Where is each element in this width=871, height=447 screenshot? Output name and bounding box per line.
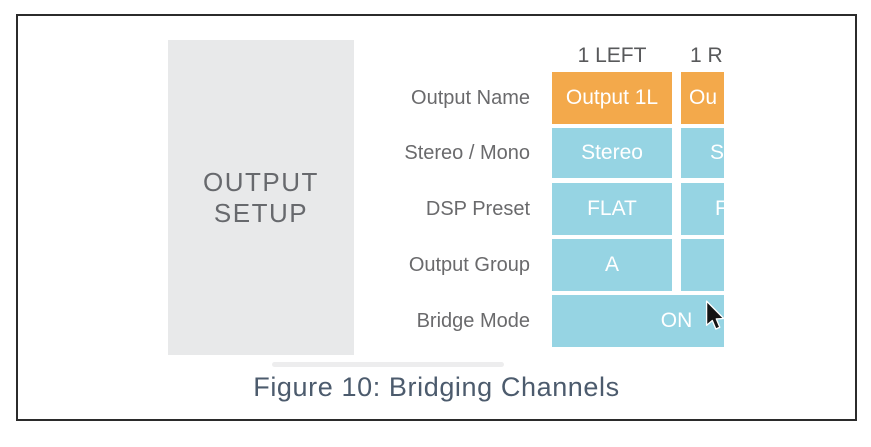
- figure-caption: Figure 10: Bridging Channels: [253, 372, 620, 402]
- row-label-dsp-preset: DSP Preset: [425, 197, 530, 220]
- row-label-stereo-mono: Stereo / Mono: [404, 141, 530, 164]
- output-group-ch1-field[interactable]: A: [552, 239, 672, 291]
- output-name-ch1-field[interactable]: Output 1L: [552, 72, 672, 124]
- output-setup-tab[interactable]: OUTPUT SETUP: [168, 40, 354, 355]
- column-header-1-left: 1 LEFT: [577, 44, 647, 67]
- row-label-output-group: Output Group: [408, 253, 530, 276]
- column-header-1-right: 1 R: [690, 44, 723, 67]
- output-setup-title-line2: SETUP: [213, 197, 309, 228]
- output-group-ch2-field[interactable]: [681, 239, 724, 291]
- dsp-preset-ch2-field[interactable]: F: [681, 183, 724, 235]
- dsp-preset-ch1-field[interactable]: FLAT: [552, 183, 672, 235]
- output-name-ch2-field[interactable]: Ou: [681, 72, 724, 124]
- figure-frame: [16, 14, 857, 421]
- stereo-mono-ch1-field[interactable]: Stereo: [552, 128, 672, 178]
- output-setup-title-line1: OUTPUT: [203, 166, 319, 197]
- row-label-bridge-mode: Bridge Mode: [416, 309, 530, 332]
- output-settings-panel: 1 LEFT 1 R Output Name Stereo / Mono DSP…: [354, 40, 724, 355]
- output-setup-title: OUTPUT SETUP: [203, 167, 319, 229]
- panel-bottom-artifact: [272, 362, 504, 367]
- stereo-mono-ch2-field[interactable]: S: [681, 128, 724, 178]
- row-label-output-name: Output Name: [411, 86, 530, 109]
- bridge-mode-toggle[interactable]: ON: [552, 295, 724, 347]
